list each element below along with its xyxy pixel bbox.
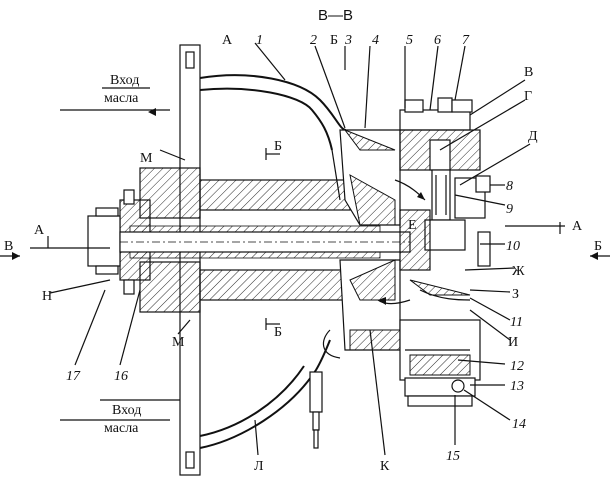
valve-assembly <box>399 97 491 407</box>
number-11: 11 <box>510 315 523 330</box>
section-title: В—В <box>318 7 353 24</box>
number-17: 17 <box>66 369 81 384</box>
flow-arrows <box>377 179 426 305</box>
section-markers <box>0 108 610 421</box>
label-B-top: Б <box>330 33 338 48</box>
number-4: 4 <box>372 33 379 48</box>
number-13: 13 <box>510 379 524 394</box>
oil-inlet-bottom-line1: Вход <box>112 403 141 418</box>
number-5: 5 <box>406 33 413 48</box>
number-16: 16 <box>114 369 128 384</box>
oil-inlet-bottom-line2: масла <box>104 421 139 436</box>
oil-inlet-top-line2: масла <box>104 91 139 106</box>
label-V-left: В <box>4 239 13 254</box>
label-Zh: Ж <box>512 264 525 279</box>
number-8: 8 <box>506 179 513 194</box>
label-A-left: А <box>34 223 45 238</box>
label-I: И <box>508 335 518 350</box>
label-K: К <box>380 459 390 474</box>
number-3: 3 <box>344 33 352 48</box>
pump-chambers <box>322 128 401 359</box>
shaft <box>119 225 411 259</box>
label-Z: З <box>512 287 519 302</box>
number-14: 14 <box>512 417 526 432</box>
label-E: Е <box>408 218 417 233</box>
number-9: 9 <box>506 202 513 217</box>
label-G: Г <box>524 89 532 104</box>
number-7: 7 <box>462 33 470 48</box>
label-L: Л <box>254 459 264 474</box>
label-B-mid-bottom: Б <box>274 325 282 340</box>
number-2: 2 <box>310 33 317 48</box>
lower-inlet-channel <box>199 339 331 449</box>
label-B-right: Б <box>594 239 602 254</box>
label-M-bottom: М <box>172 335 185 350</box>
label-M-top: М <box>140 151 153 166</box>
label-D: Д <box>528 129 538 144</box>
label-A-top: А <box>222 33 233 48</box>
leader-lines <box>49 42 531 456</box>
number-6: 6 <box>434 33 441 48</box>
number-15: 15 <box>446 449 460 464</box>
label-N: Н <box>42 289 52 304</box>
end-cap <box>87 189 135 295</box>
label-B-mid-top: Б <box>274 139 282 154</box>
number-10: 10 <box>506 239 520 254</box>
number-12: 12 <box>510 359 524 374</box>
label-V: В <box>524 65 533 80</box>
oil-inlet-top-line1: Вход <box>110 73 139 88</box>
number-1: 1 <box>256 33 263 48</box>
label-A-right: А <box>572 219 583 234</box>
mounting-flange <box>179 44 201 476</box>
